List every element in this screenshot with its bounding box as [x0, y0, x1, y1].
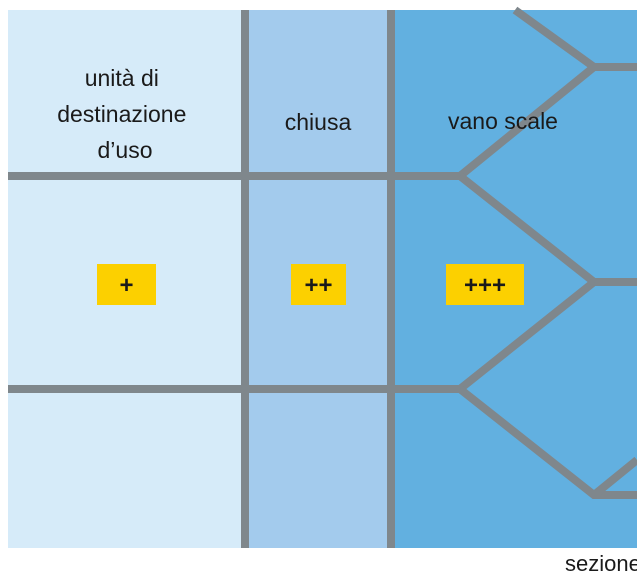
risk-badge-enclosed: ++ [291, 264, 346, 305]
zone-unit-label-line-1: unità di [85, 65, 159, 91]
risk-badge-stairwell: +++ [446, 264, 524, 305]
zone-enclosed-label: chiusa [285, 109, 352, 135]
walls [8, 6, 637, 548]
zone-unit-label-line-3: d’uso [98, 137, 153, 163]
risk-badge-unit: + [97, 264, 156, 305]
risk-badge-stairwell-bg [446, 264, 524, 305]
zone-unit-label: unità di destinazione d’uso [57, 65, 193, 163]
risk-badge-stairwell-text: +++ [464, 272, 506, 299]
stair-flight-1 [391, 63, 637, 180]
risk-badge-enclosed-bg [291, 264, 346, 305]
zone-unit-label-line-2: destinazione [57, 101, 186, 127]
risk-badge-enclosed-text: ++ [304, 272, 332, 299]
risk-badge-unit-bg [97, 264, 156, 305]
stair-flight-6 [591, 456, 637, 499]
stair-flight-2 [512, 6, 597, 71]
section-caption: sezione [565, 551, 637, 576]
zone-stairwell-label: vano scale [448, 108, 558, 134]
risk-badge-unit-text: + [119, 272, 133, 299]
